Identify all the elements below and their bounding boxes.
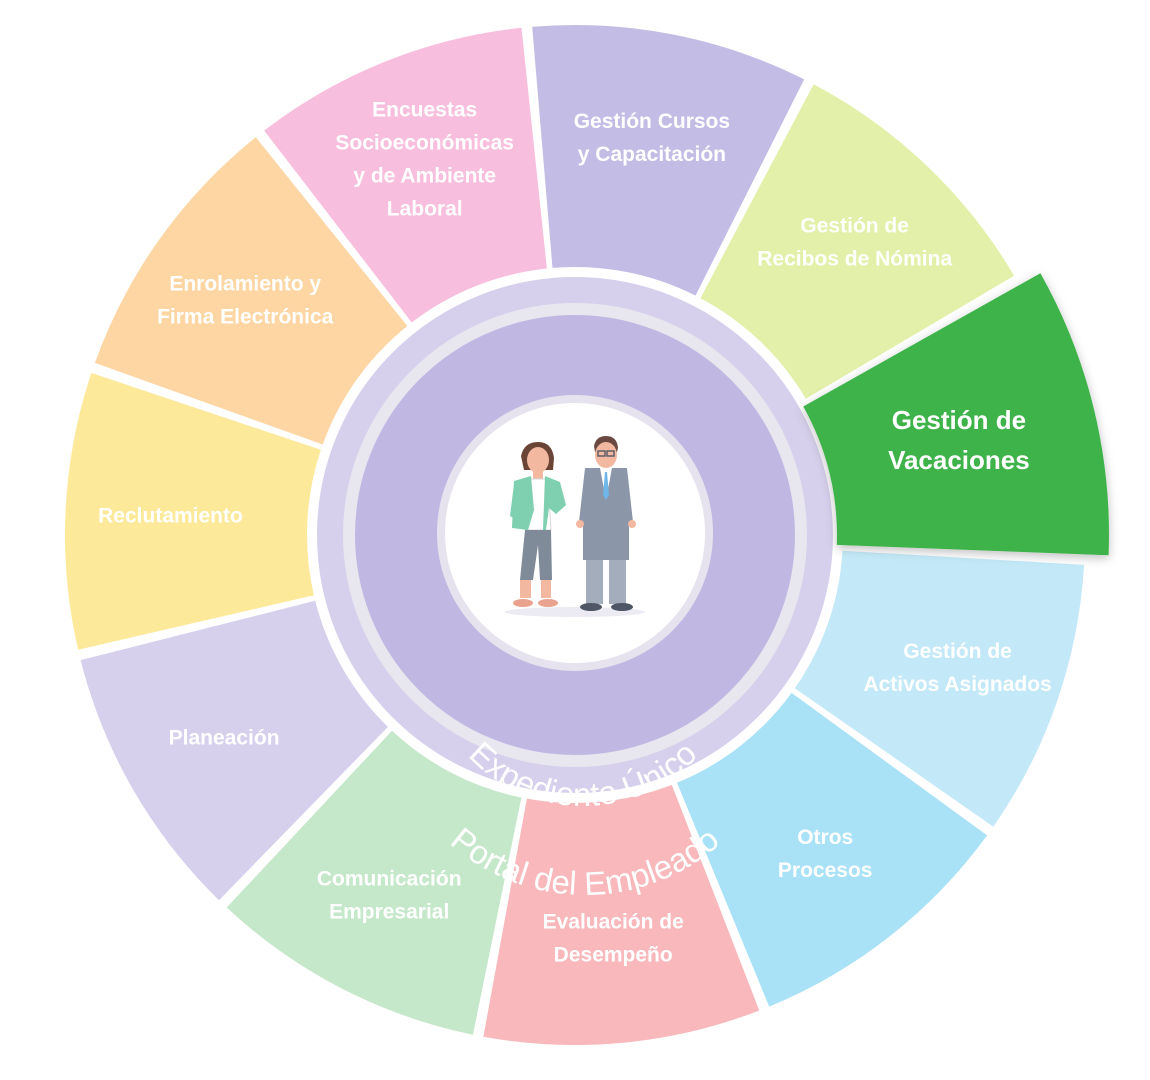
segment-encuestas-label-line: Socioeconómicas xyxy=(335,131,514,154)
segment-evaluacion[interactable]: Evaluación de Desempeño xyxy=(483,784,760,1045)
segment-enrolamiento-label-line: Enrolamiento y xyxy=(169,272,321,295)
segment-evaluacion-shape[interactable] xyxy=(483,784,760,1045)
segment-cursos-label-line: y Capacitación xyxy=(578,143,726,166)
segment-cursos-label: Gestión Cursos y Capacitación xyxy=(574,110,730,166)
segment-encuestas-shape[interactable] xyxy=(264,27,547,323)
center-circle xyxy=(437,395,713,671)
man-figure-icon xyxy=(576,436,636,611)
segment-encuestas-label-line: y de Ambiente xyxy=(353,164,496,187)
segment-comunicacion-label-line: Empresarial xyxy=(329,900,449,923)
segment-evaluacion-label: Evaluación de Desempeño xyxy=(543,911,684,967)
segment-enrolamiento-shape[interactable] xyxy=(94,137,408,445)
segment-otros-label-line: Otros xyxy=(797,826,853,849)
segment-activos-label-line: Activos Asignados xyxy=(863,673,1051,696)
segment-reclutamiento-shape[interactable] xyxy=(65,372,321,650)
segment-vacaciones-shape[interactable] xyxy=(803,273,1109,556)
segment-planeacion-label-line: Planeación xyxy=(169,726,280,749)
segment-planeacion-shape[interactable] xyxy=(80,600,388,901)
segment-reclutamiento-label: Reclutamiento xyxy=(98,505,243,528)
segment-cursos[interactable]: Gestión Cursos y Capacitación xyxy=(532,25,805,296)
segment-otros-label-line: Procesos xyxy=(778,859,873,882)
segment-otros-shape[interactable] xyxy=(677,692,988,1007)
active-segment-layer: Gestión de Vacaciones xyxy=(803,273,1109,556)
segment-comunicacion-shape[interactable] xyxy=(226,730,522,1035)
segment-reclutamiento[interactable]: Reclutamiento xyxy=(65,372,321,650)
segment-recibos[interactable]: Gestión de Recibos de Nómina xyxy=(700,84,1015,399)
segment-evaluacion-label-line: Desempeño xyxy=(554,944,673,967)
outer-segments: Reclutamiento Enrolamiento y Firma Electró… xyxy=(65,25,1085,1045)
segment-cursos-label-line: Gestión Cursos xyxy=(574,110,730,133)
segment-activos-label: Gestión de Activos Asignados xyxy=(863,640,1051,696)
segment-recibos-label: Gestión de Recibos de Nómina xyxy=(757,215,952,271)
segment-recibos-label-line: Gestión de xyxy=(800,215,909,238)
segment-recibos-shape[interactable] xyxy=(700,84,1015,399)
segment-vacaciones-label: Gestión de Vacaciones xyxy=(888,405,1030,475)
segment-recibos-label-line: Recibos de Nómina xyxy=(757,248,952,271)
segment-cursos-shape[interactable] xyxy=(532,25,805,296)
segment-vacaciones[interactable]: Gestión de Vacaciones xyxy=(803,273,1109,556)
segment-encuestas-label-line: Laboral xyxy=(387,197,463,220)
segment-activos-label-line: Gestión de xyxy=(903,640,1012,663)
segment-planeacion-label: Planeación xyxy=(169,726,280,749)
segment-reclutamiento-label-line: Reclutamiento xyxy=(98,505,243,528)
employees-icon xyxy=(505,436,645,617)
segment-comunicacion-label-line: Comunicación xyxy=(317,867,462,890)
segment-enrolamiento-label-line: Firma Electrónica xyxy=(157,305,334,328)
segment-vacaciones-label-line: Gestión de xyxy=(892,405,1026,435)
woman-figure-icon xyxy=(510,442,566,607)
segment-planeacion[interactable]: Planeación xyxy=(80,600,388,901)
segment-vacaciones-label-line: Vacaciones xyxy=(888,445,1030,475)
segment-evaluacion-label-line: Evaluación de xyxy=(543,911,684,934)
segment-enrolamiento-label: Enrolamiento y Firma Electrónica xyxy=(157,272,334,328)
segment-activos[interactable]: Gestión de Activos Asignados xyxy=(794,550,1085,827)
segment-enrolamiento[interactable]: Enrolamiento y Firma Electrónica xyxy=(94,137,408,445)
segment-activos-shape[interactable] xyxy=(794,550,1085,827)
segment-encuestas-label-line: Encuestas xyxy=(372,98,477,121)
